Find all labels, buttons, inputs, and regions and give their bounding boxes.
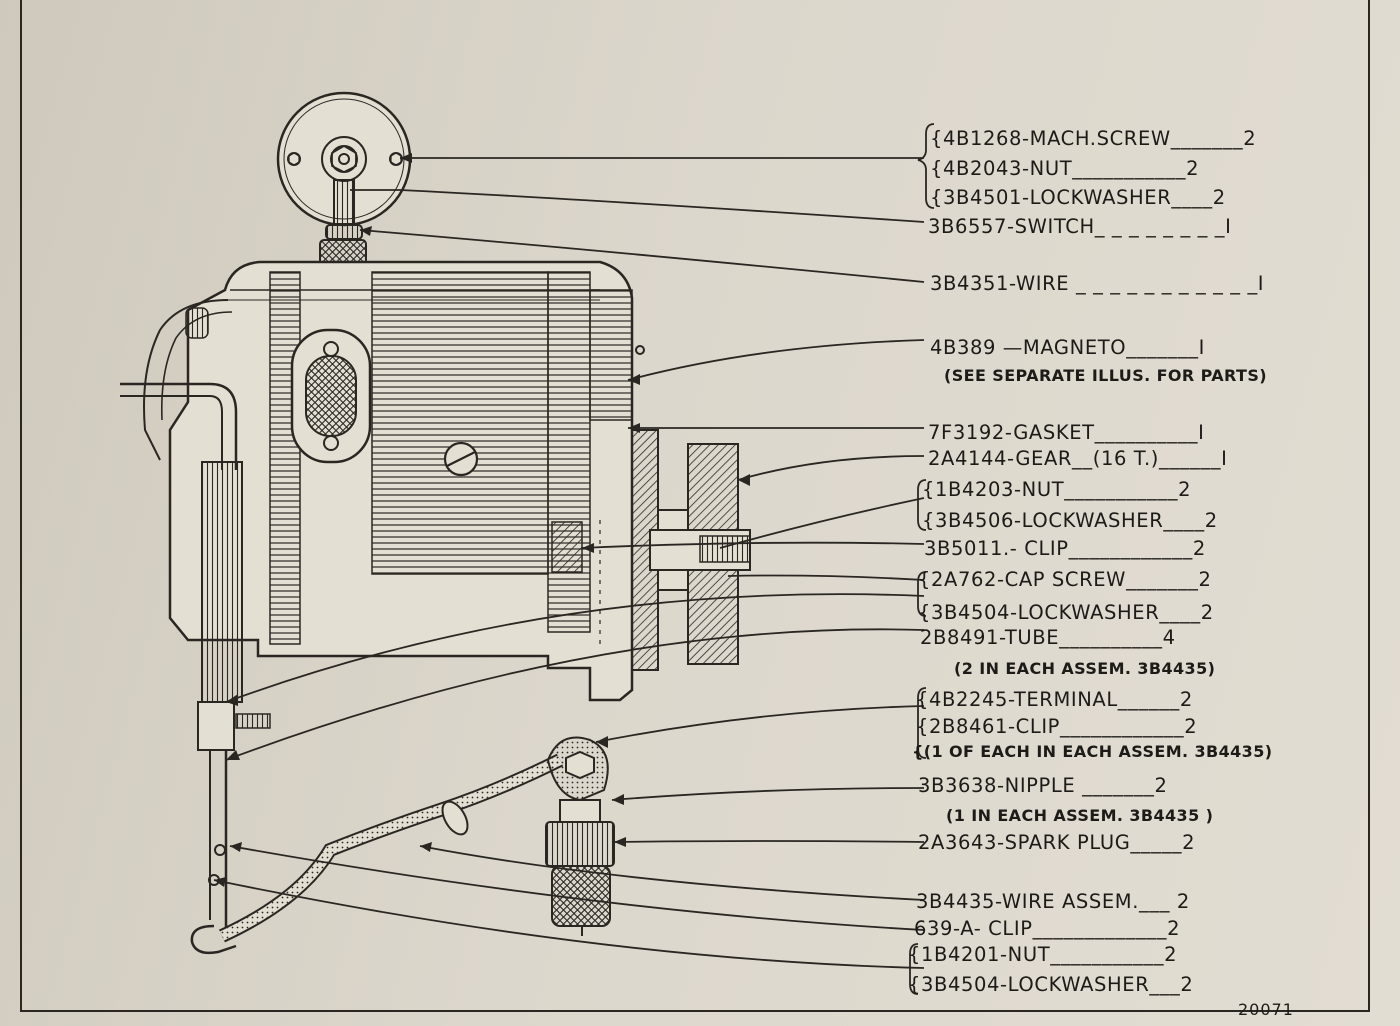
part-label-639a: 639-A- CLIP_____________2: [914, 917, 1181, 940]
part-label-1b4203: {1B4203-NUT___________2: [922, 478, 1192, 501]
clip-note: {(1 OF EACH IN EACH ASSEM. 3B4435): [912, 742, 1273, 761]
leader-lines: [213, 157, 925, 969]
magneto-body: [143, 260, 645, 702]
gear-coupling: [551, 429, 751, 671]
part-label-4b1268: {4B1268-MACH.SCREW_______2: [930, 127, 1257, 150]
part-label-2a3643: 2A3643-SPARK PLUG_____2: [918, 831, 1196, 854]
part-label-1b4201: {1B4201-NUT___________2: [908, 943, 1178, 966]
nipple-note: (1 IN EACH ASSEM. 3B4435 ): [946, 806, 1214, 825]
switch-part: [276, 91, 412, 265]
part-label-4b2043: {4B2043-NUT___________2: [930, 157, 1200, 180]
magneto-note: (SEE SEPARATE ILLUS. FOR PARTS): [944, 366, 1267, 385]
part-label-3b3638: 3B3638-NIPPLE _______2: [918, 774, 1168, 797]
part-label-7f3192: 7F3192-GASKET__________I: [928, 421, 1205, 444]
arrowheads: [214, 153, 750, 887]
tube-assembly: [120, 382, 271, 955]
part-label-3b4506: {3B4506-LOCKWASHER____2: [922, 509, 1218, 532]
part-label-2b8461: {2B8461-CLIP____________2: [916, 715, 1198, 738]
part-label-2b8491: 2B8491-TUBE__________4: [920, 626, 1176, 649]
part-label-3b4504-b: {3B4504-LOCKWASHER___2: [908, 973, 1194, 996]
part-label-3b6557: 3B6557-SWITCH_ _ _ _ _ _ _ _I: [928, 215, 1232, 238]
part-label-3b4504-a: {3B4504-LOCKWASHER____2: [918, 601, 1214, 624]
spark-plug-wire: [219, 736, 615, 943]
part-label-2a762: {2A762-CAP SCREW_______2: [918, 568, 1212, 591]
tube-note: (2 IN EACH ASSEM. 3B4435): [954, 659, 1216, 678]
page-border: [20, 0, 1370, 1012]
figure-number: 20071: [1238, 1000, 1294, 1019]
part-label-2a4144: 2A4144-GEAR__(16 T.)______I: [928, 447, 1228, 470]
part-label-3b4351: 3B4351-WIRE _ _ _ _ _ _ _ _ _ _ _I: [930, 272, 1265, 295]
part-label-3b5011: 3B5011.- CLIP____________2: [924, 537, 1206, 560]
part-label-4b389: 4B389 —MAGNETO_______I: [930, 336, 1206, 359]
part-label-4b2245: {4B2245-TERMINAL______2: [916, 688, 1193, 711]
part-label-3b4435: 3B4435-WIRE ASSEM.___ 2: [916, 890, 1190, 913]
part-label-3b4501: {3B4501-LOCKWASHER____2: [930, 186, 1226, 209]
group-brackets: [909, 123, 935, 995]
